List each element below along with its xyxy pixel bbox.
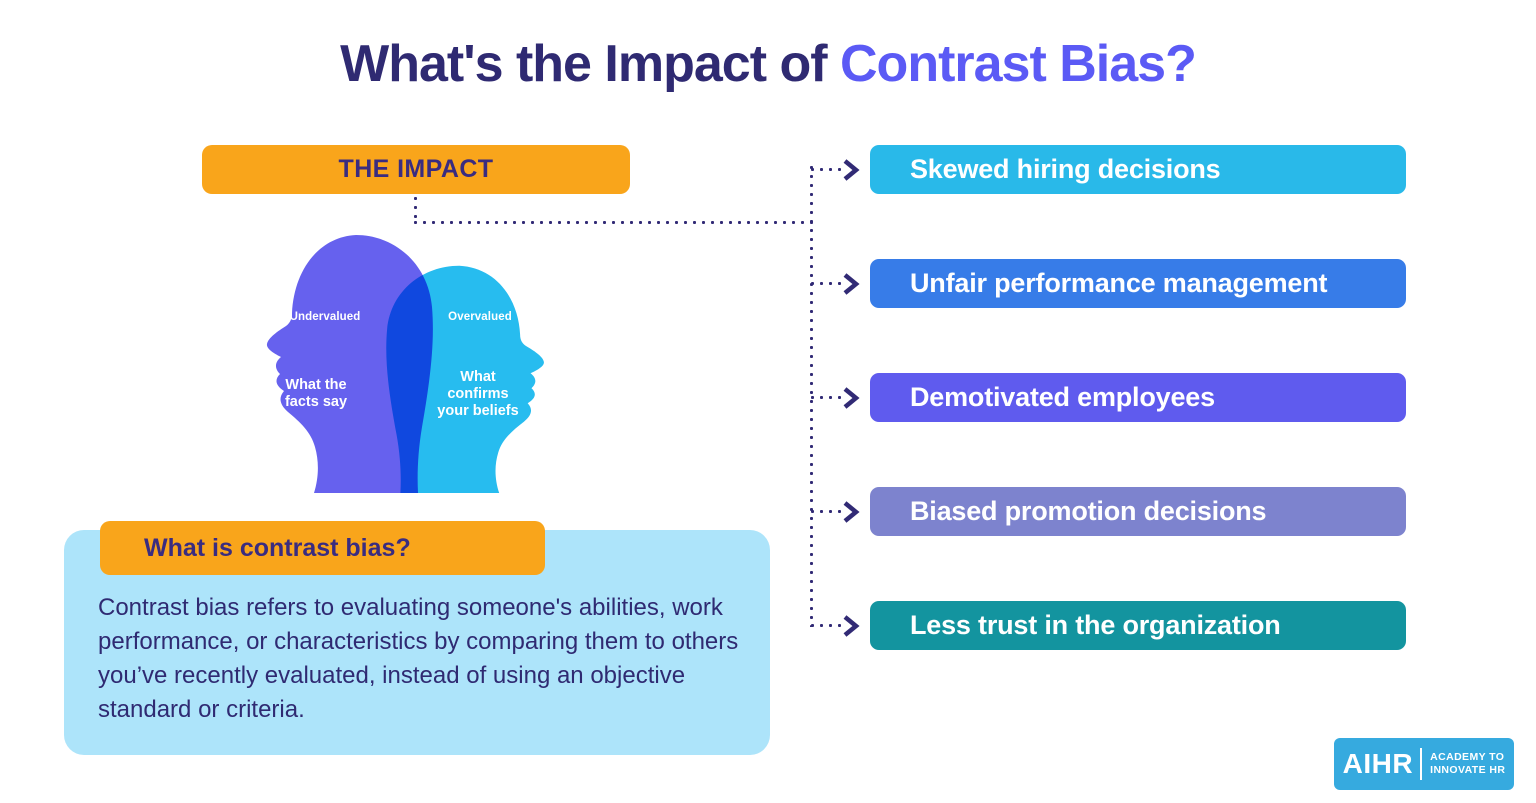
contrast-heads-illustration: Undervalued Overvalued What the facts sa…: [250, 227, 570, 493]
definition-heading-chip: What is contrast bias?: [100, 521, 545, 575]
connector-branch-dots: [811, 168, 842, 171]
arrow-right-icon: [843, 386, 860, 409]
impact-bar: Skewed hiring decisions: [870, 145, 1406, 194]
connector-branch-dots: [811, 624, 842, 627]
impact-bar: Demotivated employees: [870, 373, 1406, 422]
impact-row: Demotivated employees: [811, 373, 1406, 422]
title-highlight: Contrast Bias?: [840, 35, 1197, 93]
left-head-silhouette: [266, 235, 433, 493]
connector-branch-dots: [811, 282, 842, 285]
connector-branch-dots: [811, 396, 842, 399]
right-head-silhouette: [386, 265, 544, 493]
undervalued-label: Undervalued: [289, 311, 361, 323]
connector-stub-vertical: [414, 197, 417, 224]
impact-bar: Unfair performance management: [870, 259, 1406, 308]
impact-bar: Biased promotion decisions: [870, 487, 1406, 536]
impact-row: Biased promotion decisions: [811, 487, 1406, 536]
impact-row: Skewed hiring decisions: [811, 145, 1406, 194]
tagline-line-2: INNOVATE HR: [1430, 764, 1506, 776]
arrow-right-icon: [843, 500, 860, 523]
definition-body: Contrast bias refers to evaluating someo…: [98, 594, 739, 723]
page-title: What's the Impact of Contrast Bias?: [0, 34, 1536, 94]
overvalued-label: Overvalued: [448, 311, 512, 323]
aihr-logo-brand: AIHR: [1342, 748, 1414, 779]
beliefs-caption: What confirms your beliefs: [437, 369, 519, 419]
logo-divider: [1420, 748, 1423, 780]
arrow-right-icon: [843, 272, 860, 295]
heads-venn-graphic: [266, 235, 544, 493]
facts-caption: What the facts say: [284, 377, 348, 410]
tagline-line-1: ACADEMY TO: [1430, 751, 1505, 763]
title-prefix: What's the Impact of: [340, 35, 840, 93]
impact-bar: Less trust in the organization: [870, 601, 1406, 650]
arrow-right-icon: [843, 614, 860, 637]
connector-branch-dots: [811, 510, 842, 513]
arrow-right-icon: [843, 158, 860, 181]
impact-row: Less trust in the organization: [811, 601, 1406, 650]
impact-row: Unfair performance management: [811, 259, 1406, 308]
impact-heading-chip: THE IMPACT: [202, 145, 630, 194]
connector-feed-horizontal: [414, 221, 813, 224]
